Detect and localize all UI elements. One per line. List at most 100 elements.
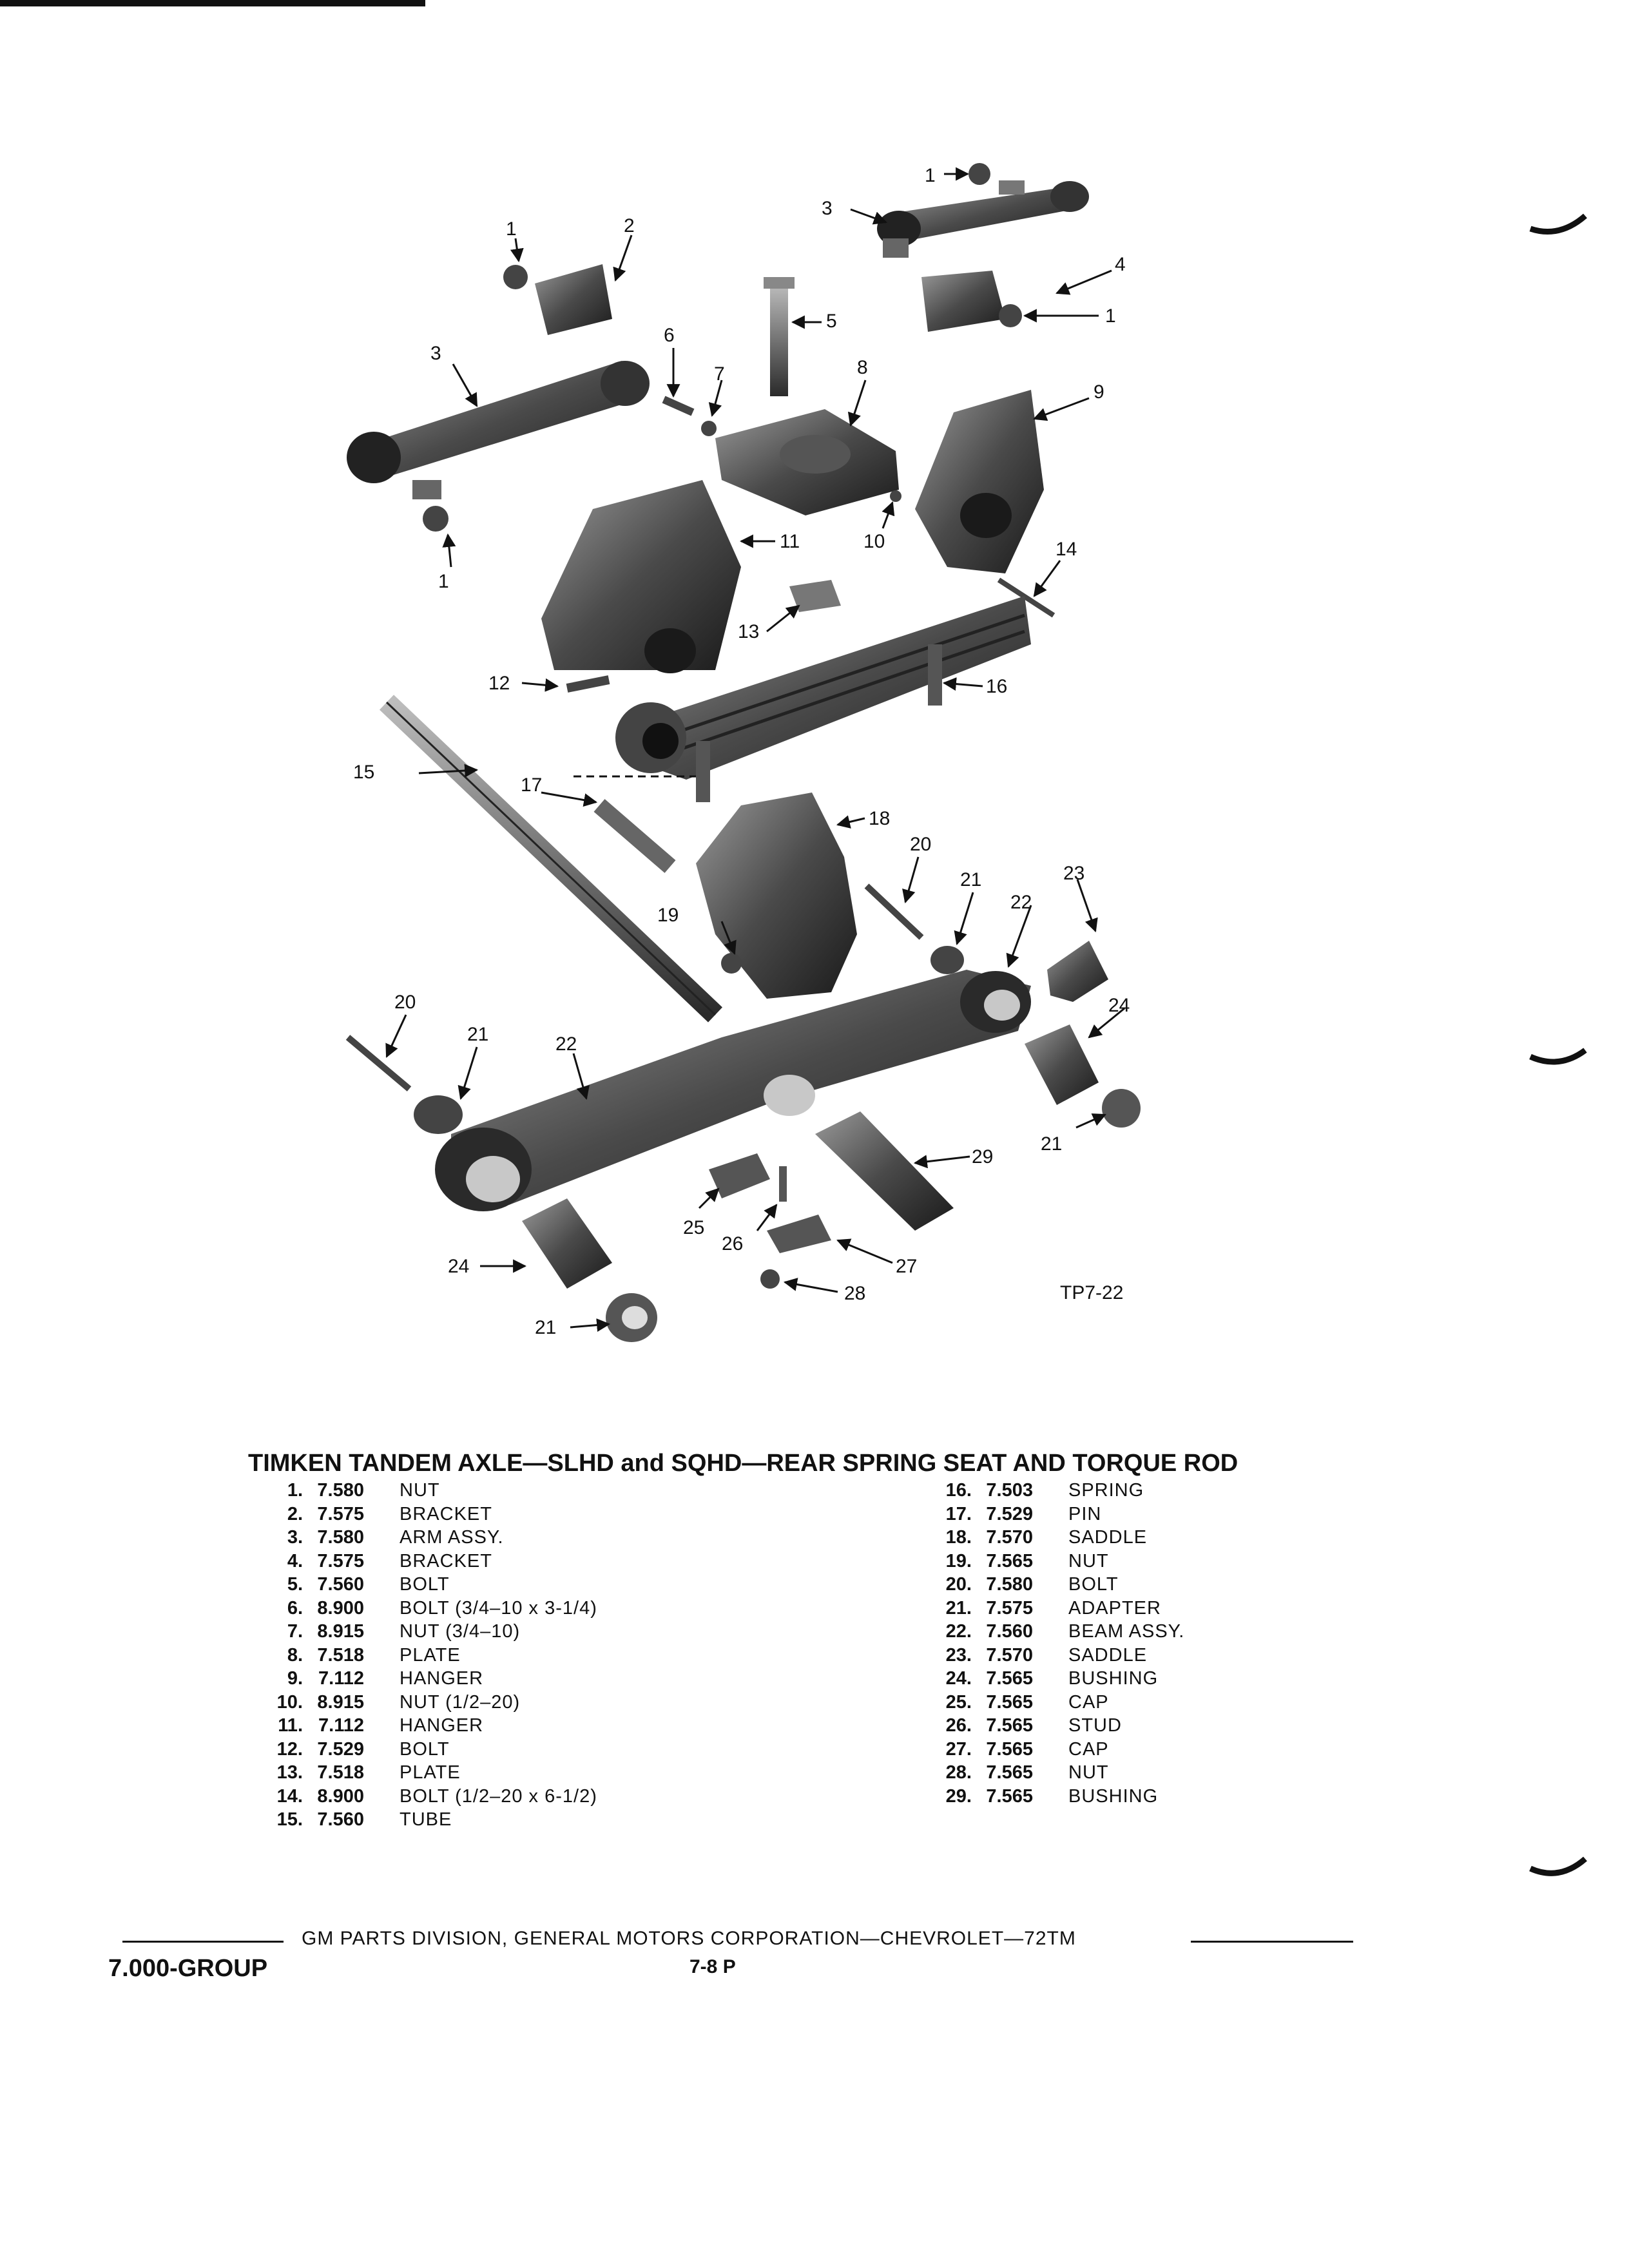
hanger-right: [915, 390, 1044, 573]
part-desc: ADAPTER: [1068, 1597, 1161, 1619]
torque-arm-left: [347, 361, 650, 499]
part-group: 7.503: [986, 1480, 1033, 1501]
part-num: 27.: [945, 1738, 972, 1760]
nut-left: [503, 265, 528, 289]
part-group: 7.565: [986, 1668, 1033, 1689]
nut-28: [760, 1269, 780, 1289]
part-num: 20.: [945, 1574, 972, 1595]
part-num: 28.: [945, 1762, 972, 1783]
callout-label: 14: [1055, 539, 1077, 560]
part-group: 7.565: [986, 1762, 1033, 1783]
callout-label: 28: [844, 1283, 865, 1304]
callout-label: 1: [506, 218, 517, 240]
cap-27: [767, 1215, 831, 1253]
callout-label: 22: [1010, 892, 1032, 913]
callout-label: 20: [910, 834, 931, 855]
binder-mark: [1529, 1048, 1587, 1065]
group-label: 7.000-GROUP: [108, 1955, 268, 1982]
part-desc: PIN: [1068, 1503, 1102, 1524]
part-num: 14.: [276, 1785, 303, 1807]
callout-label: 21: [535, 1317, 556, 1338]
parts-list-row: 18. 7.570 SADDLE: [933, 1527, 1184, 1551]
callout-label: 22: [555, 1033, 577, 1055]
saddle-center: [696, 793, 857, 999]
leaf-spring: [615, 596, 1031, 802]
page-top-rule: [0, 0, 425, 6]
callout-label: 17: [521, 774, 542, 796]
part-group: 8.900: [317, 1597, 364, 1619]
binder-mark: [1529, 213, 1587, 235]
bushing-right: [1025, 1024, 1099, 1105]
part-desc: BOLT: [400, 1738, 450, 1760]
part-desc: SADDLE: [1068, 1527, 1148, 1548]
callout-label: 11: [780, 531, 800, 552]
part-num: 15.: [276, 1809, 303, 1830]
nut-top: [969, 163, 990, 185]
part-group: 7.529: [317, 1738, 364, 1760]
callout-label: 2: [624, 215, 635, 236]
bracket-left: [535, 264, 612, 335]
part-desc: BOLT (3/4–10 x 3-1/4): [400, 1597, 597, 1619]
footer-rule-right: [1191, 1941, 1353, 1943]
part-num: 18.: [945, 1527, 972, 1548]
part-num: 8.: [287, 1644, 303, 1666]
part-desc: NUT: [400, 1480, 440, 1501]
part-num: 21.: [945, 1597, 972, 1619]
part-num: 2.: [287, 1503, 303, 1524]
part-group: 7.565: [986, 1738, 1033, 1760]
part-desc: HANGER: [400, 1668, 484, 1689]
callout-label: 6: [664, 325, 675, 346]
part-desc: BOLT: [1068, 1574, 1119, 1595]
cap-25: [709, 1153, 770, 1198]
part-desc: ARM ASSY.: [400, 1527, 504, 1548]
callout-label: 5: [826, 311, 837, 332]
callout-label: 21: [960, 869, 981, 890]
part-desc: BEAM ASSY.: [1068, 1621, 1185, 1642]
callout-label: 24: [1108, 995, 1130, 1016]
callout-label: 3: [430, 343, 441, 364]
callout-label: 12: [488, 673, 510, 694]
callout-label: 27: [896, 1256, 917, 1277]
part-num: 19.: [945, 1550, 972, 1571]
part-num: 1.: [287, 1480, 303, 1501]
part-num: 16.: [945, 1480, 972, 1501]
part-num: 25.: [945, 1691, 972, 1713]
part-desc: BUSHING: [1068, 1785, 1159, 1807]
part-num: 22.: [945, 1621, 972, 1642]
bolt-vertical: [770, 284, 788, 396]
callout-label: 21: [1041, 1133, 1062, 1155]
part-group: 8.915: [317, 1691, 364, 1713]
callout-label: 16: [986, 676, 1007, 697]
part-desc: NUT (1/2–20): [400, 1691, 521, 1713]
part-num: 11.: [278, 1715, 303, 1736]
part-group: 7.570: [986, 1527, 1033, 1548]
part-group: 7.529: [986, 1503, 1033, 1524]
part-group: 7.560: [317, 1809, 364, 1830]
part-desc: PLATE: [400, 1644, 461, 1666]
part-num: 9.: [287, 1668, 303, 1689]
bracket-right: [921, 271, 1005, 332]
callout-label: 24: [448, 1256, 469, 1277]
callout-label: 4: [1115, 254, 1126, 275]
beam-assembly: [435, 970, 1031, 1211]
part-group: 7.570: [986, 1644, 1033, 1666]
exploded-parts-diagram: 1 3 4 1 5 8 9 10 11 14 13 12 16 15 17 18…: [345, 163, 1141, 1342]
callout-label: 7: [714, 363, 725, 385]
callout-label: 20: [394, 992, 416, 1013]
